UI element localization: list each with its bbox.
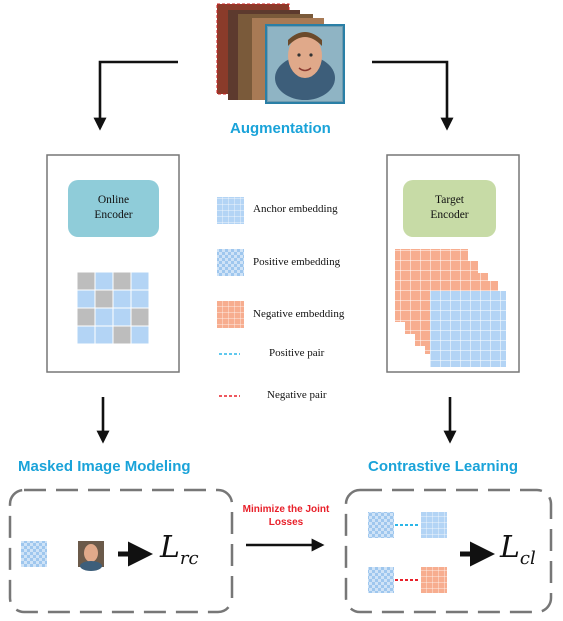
top-right-arrow xyxy=(372,60,454,131)
augmented-image-stack xyxy=(216,3,345,104)
legend-negative-swatch xyxy=(217,301,244,328)
cl-loss-box xyxy=(344,488,553,614)
cl-positive-embedding-2 xyxy=(368,567,394,593)
online-encoder-label: Online Encoder xyxy=(68,193,159,223)
cl-positive-embedding-1 xyxy=(368,512,394,538)
legend-anchor-swatch xyxy=(217,197,244,224)
cl-loss-symbol: Lcl xyxy=(500,530,536,569)
face-photo xyxy=(265,24,345,104)
online-encoder-box xyxy=(68,180,159,237)
cl-negative-embedding xyxy=(421,567,447,593)
top-left-arrow xyxy=(93,60,178,131)
mim-loss-symbol: Lrc xyxy=(160,530,199,569)
target-encoder-line1: Target xyxy=(435,194,464,206)
legend-anchor-label: Anchor embedding xyxy=(253,203,338,215)
mim-loss-sub: rc xyxy=(179,548,199,569)
target-encoder-line2: Encoder xyxy=(430,209,469,221)
anchor-embedding-grid xyxy=(430,291,506,367)
cl-loss-main: L xyxy=(500,530,520,565)
masked-embedding-grid xyxy=(76,271,150,345)
cl-heading: Contrastive Learning xyxy=(368,458,519,475)
target-encoder-box xyxy=(403,180,496,237)
joint-loss-line2: Losses xyxy=(268,517,304,528)
mim-loss-box xyxy=(8,488,234,614)
legend-positive-pair-label: Positive pair xyxy=(269,347,325,359)
augmentation-title: Augmentation xyxy=(230,120,331,137)
legend-positive-swatch xyxy=(217,249,244,276)
mim-positive-embedding xyxy=(21,541,47,567)
legend-negative-label: Negative embedding xyxy=(253,308,345,320)
mim-face-thumbnail xyxy=(78,541,104,571)
cl-anchor-embedding xyxy=(421,512,447,538)
target-encoder-label: Target Encoder xyxy=(403,193,496,223)
joint-loss-label: Minimize the Joint Losses xyxy=(228,503,344,529)
mim-heading: Masked Image Modeling xyxy=(18,458,191,475)
legend-positive-label: Positive embedding xyxy=(253,256,341,268)
cl-loss-sub: cl xyxy=(519,548,536,569)
mim-loss-main: L xyxy=(160,530,180,565)
joint-loss-line1: Minimize the Joint xyxy=(242,504,330,515)
online-encoder-line1: Online xyxy=(97,194,130,206)
online-encoder-line2: Encoder xyxy=(94,209,133,221)
legend-negative-pair-label: Negative pair xyxy=(267,389,327,401)
